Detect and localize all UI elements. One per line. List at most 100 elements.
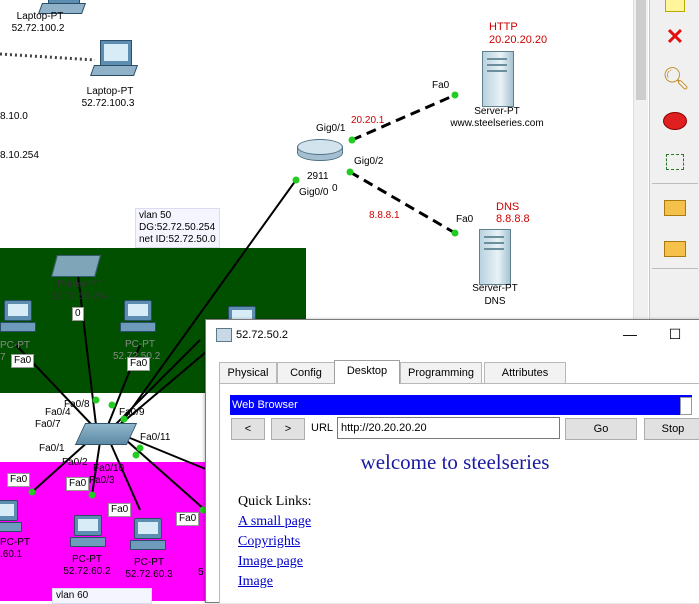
inspect-icon[interactable]: 🔍︎ bbox=[662, 66, 690, 91]
link-switch-pc50d bbox=[111, 339, 201, 429]
dns-server-ip: 8.8.8.8 bbox=[496, 213, 530, 225]
printer-ip: 52.72.50.254 bbox=[50, 291, 110, 302]
url-input[interactable]: http://20.20.20.20 bbox=[337, 417, 560, 439]
pc50b-ip: 52.72.50.2 bbox=[113, 351, 160, 362]
vlan60-area bbox=[0, 462, 208, 601]
laptop2-type: Laptop-PT bbox=[86, 86, 134, 97]
pc603-label: PC-PT bbox=[134, 557, 164, 568]
left-ip-label-2: 8.10.254 bbox=[0, 150, 39, 161]
http-server-name: www.steelseries.com bbox=[450, 118, 544, 129]
laptop2-ip: 52.72.100.3 bbox=[81, 98, 135, 109]
laptop1-ip: 52.72.100.2 bbox=[11, 23, 65, 34]
dns-server-icon[interactable] bbox=[479, 229, 511, 285]
page-heading: welcome to steelseries bbox=[360, 450, 550, 474]
window-title: 52.72.50.2 bbox=[236, 329, 288, 341]
pc601-fa0-tag: Fa0 bbox=[7, 473, 31, 487]
pc50b-fa0-tag: Fa0 bbox=[127, 357, 151, 371]
canvas-vertical-scrollbar[interactable] bbox=[633, 0, 648, 320]
switch-port-fa08: Fa0/8 bbox=[64, 399, 90, 410]
link-router-http bbox=[351, 93, 456, 142]
pc604-fa0-tag: Fa0 bbox=[176, 512, 200, 526]
shape-ellipse-icon[interactable] bbox=[662, 107, 688, 133]
router-partial-label: 0 bbox=[332, 183, 338, 194]
pc-icon[interactable] bbox=[130, 518, 166, 552]
pc-icon[interactable] bbox=[70, 515, 106, 549]
http-fa0-label: Fa0 bbox=[432, 80, 450, 91]
switch-port-fa04: Fa0/4 bbox=[45, 407, 71, 418]
forward-button[interactable]: > bbox=[271, 418, 305, 440]
link-switch-pc601 bbox=[31, 439, 91, 493]
web-browser-title: Web Browser bbox=[232, 399, 298, 411]
link-image[interactable]: Image bbox=[238, 574, 273, 589]
pc-icon[interactable] bbox=[120, 300, 156, 334]
pc50a-fa0-tag: Fa0 bbox=[11, 354, 35, 368]
http-server-tag: HTTP bbox=[489, 21, 518, 33]
vlan50-note[interactable]: vlan 50 DG:52.72.50.254 net ID:52.72.50.… bbox=[135, 208, 220, 248]
link-small-page[interactable]: A small page bbox=[238, 514, 312, 529]
add-complex-pdu-icon[interactable] bbox=[662, 235, 688, 261]
add-simple-pdu-icon[interactable] bbox=[662, 194, 688, 220]
tab-attributes[interactable]: Attributes bbox=[484, 362, 566, 383]
dns-server-name: DNS bbox=[484, 296, 506, 307]
select-area-icon[interactable] bbox=[662, 148, 688, 174]
switch-icon[interactable] bbox=[74, 423, 138, 445]
stop-button[interactable]: Stop bbox=[644, 418, 699, 440]
delete-icon[interactable]: ✕ bbox=[665, 24, 685, 49]
switch-port-fa010: Fa0/10 bbox=[93, 463, 125, 474]
link-switch-right bbox=[129, 437, 209, 471]
back-button[interactable]: < bbox=[231, 418, 265, 440]
pc602-ip: 52.72.60.2 bbox=[63, 566, 111, 577]
right-toolbar bbox=[649, 0, 699, 320]
dns-server-tag: DNS bbox=[496, 201, 520, 213]
printer-icon[interactable] bbox=[51, 255, 101, 277]
browser-close-box[interactable] bbox=[680, 397, 692, 415]
link-copyrights[interactable]: Copyrights bbox=[238, 534, 301, 549]
pc50a-label: PC-PT bbox=[0, 340, 30, 351]
laptop-icon[interactable] bbox=[89, 40, 139, 78]
scrollbar-thumb[interactable] bbox=[636, 0, 646, 100]
switch-port-fa07: Fa0/7 bbox=[35, 419, 61, 430]
pc603-fa0-tag: Fa0 bbox=[108, 503, 132, 517]
tab-physical[interactable]: Physical bbox=[219, 362, 277, 383]
url-label: URL bbox=[311, 422, 334, 434]
vlan50-note-line: DG:52.72.50.254 bbox=[139, 222, 216, 233]
pc602-fa0-tag: Fa0 bbox=[66, 477, 90, 491]
link-switch-pc604 bbox=[125, 439, 206, 511]
router-gig01-ip: 20.20.1 bbox=[351, 115, 385, 126]
switch-port-fa03: Fa0/3 bbox=[89, 475, 115, 486]
tab-config[interactable]: Config bbox=[277, 362, 335, 383]
router-gig00-label: Gig0/0 bbox=[299, 187, 329, 198]
pc-icon[interactable] bbox=[0, 300, 36, 334]
router-icon[interactable] bbox=[297, 139, 343, 165]
quick-links-label: Quick Links: bbox=[238, 494, 312, 509]
tab-programming[interactable]: Programming bbox=[400, 362, 482, 383]
link-router-dns bbox=[349, 170, 456, 235]
toolbar-separator bbox=[652, 268, 698, 269]
minimize-button[interactable]: — bbox=[623, 326, 637, 342]
pc602-label: PC-PT bbox=[72, 554, 102, 565]
note-icon[interactable] bbox=[662, 0, 688, 16]
pc603-ip: 52.72.60.3 bbox=[125, 569, 173, 580]
maximize-button[interactable]: ☐ bbox=[668, 326, 682, 342]
tab-desktop[interactable]: Desktop bbox=[334, 360, 400, 384]
pc601-ip: .60.1 bbox=[0, 549, 23, 560]
window-titlebar[interactable]: 52.72.50.2 — ☐ bbox=[206, 320, 699, 350]
pc-icon[interactable] bbox=[0, 500, 22, 534]
pc-window-icon bbox=[216, 328, 232, 342]
go-button[interactable]: Go bbox=[565, 418, 637, 440]
http-server-icon[interactable] bbox=[482, 51, 514, 107]
pc50b-label: PC-PT bbox=[125, 339, 155, 350]
link-image-page[interactable]: Image page bbox=[238, 554, 303, 569]
laptop1-type: Laptop-PT bbox=[16, 11, 64, 22]
switch-port-fa09: Fa0/9 bbox=[119, 407, 145, 418]
link-status-dots bbox=[28, 91, 459, 514]
laptop-icon[interactable] bbox=[37, 0, 87, 16]
pc601-label: PC-PT bbox=[0, 537, 30, 548]
dns-server-type: Server-PT bbox=[472, 283, 518, 294]
link-switch-pc603 bbox=[109, 441, 141, 511]
vlan60-note[interactable]: vlan 60 bbox=[52, 588, 152, 604]
router-gig01-label: Gig0/1 bbox=[316, 123, 346, 134]
router-model: 2911 bbox=[307, 171, 329, 182]
http-server-type: Server-PT bbox=[474, 106, 520, 117]
